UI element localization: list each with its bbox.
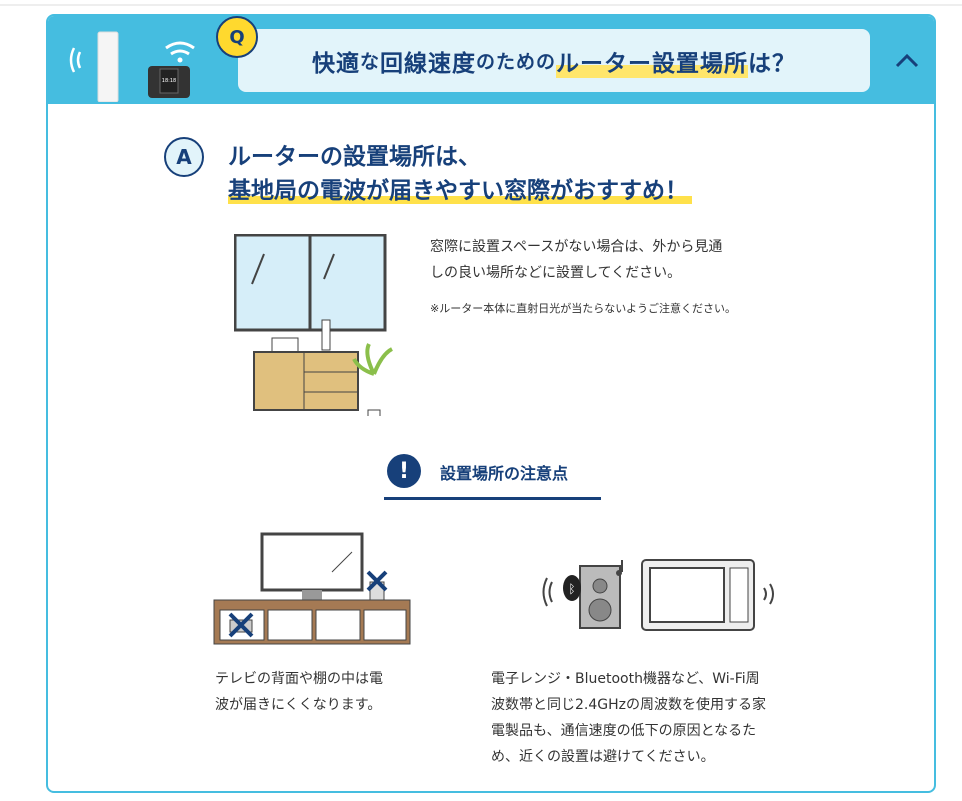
caution-text-line: 波数帯と同じ2.4GHzの周波数を使用する家 — [491, 697, 766, 713]
svg-text:ᛒ: ᛒ — [568, 582, 575, 596]
home-router-icon — [69, 31, 119, 102]
window-illustration — [234, 234, 394, 416]
title-text: 快適 — [311, 50, 360, 77]
answer-body-line: しの良い場所などに設置してください。 — [430, 265, 682, 281]
chevron-up-icon[interactable] — [892, 46, 922, 76]
title-text: な — [359, 51, 380, 73]
caution-text-line: テレビの背面や棚の中は電 — [215, 671, 383, 687]
title-text: のための — [476, 51, 557, 73]
caution-text-line: 電子レンジ・Bluetooth機器など、Wi-Fi周 — [491, 671, 760, 687]
caution-text-line: め、近くの設置は避けてください。 — [491, 749, 715, 765]
caution-tv-text: テレビの背面や棚の中は電 波が届きにくくなります。 — [215, 666, 383, 718]
caution-appliance-text: 電子レンジ・Bluetooth機器など、Wi-Fi周 波数帯と同じ2.4GHzの… — [491, 666, 766, 770]
answer-body: 窓際に設置スペースがない場合は、外から見通 しの良い場所などに設置してください。 — [430, 234, 722, 286]
caution-text-line: 波が届きにくくなります。 — [215, 697, 382, 713]
tv-shelf-illustration — [213, 532, 411, 645]
answer-title: ルーターの設置場所は、 基地局の電波が届きやすい窓際がおすすめ！ — [228, 140, 692, 208]
title-text: は？ — [748, 50, 797, 77]
speaker-microwave-illustration: ᛒ — [542, 559, 774, 631]
q-badge: Q — [216, 16, 258, 58]
answer-body-line: 窓際に設置スペースがない場合は、外から見通 — [430, 239, 723, 255]
title-highlight: ルーター設置場所 — [556, 43, 749, 78]
device-time: 18:18 — [162, 78, 176, 84]
answer-title-highlight: 基地局の電波が届きやすい窓際がおすすめ！ — [228, 178, 692, 204]
caution-title: 設置場所の注意点 — [440, 464, 569, 483]
question-title: 快適な回線速度のためのルーター設置場所は？ — [238, 29, 870, 92]
title-text: 回線速度 — [380, 50, 476, 77]
top-divider — [0, 4, 962, 6]
answer-title-line: ルーターの設置場所は、 — [228, 144, 481, 170]
faq-accordion: 18:18 快適な回線速度のためのルーター設置場所は？ Q A ルーターの設置場… — [46, 14, 936, 793]
faq-question-header[interactable]: 18:18 快適な回線速度のためのルーター設置場所は？ Q — [48, 16, 934, 104]
caution-text-line: 電製品も、通信速度の低下の原因となるた — [491, 723, 757, 739]
answer-note: ※ルーター本体に直射日光が当たらないようご注意ください。 — [430, 302, 736, 315]
caution-heading: ! 設置場所の注意点 — [384, 452, 601, 500]
a-badge: A — [164, 137, 204, 177]
mobile-router-icon: 18:18 — [148, 41, 195, 98]
exclamation-icon: ! — [387, 454, 421, 488]
